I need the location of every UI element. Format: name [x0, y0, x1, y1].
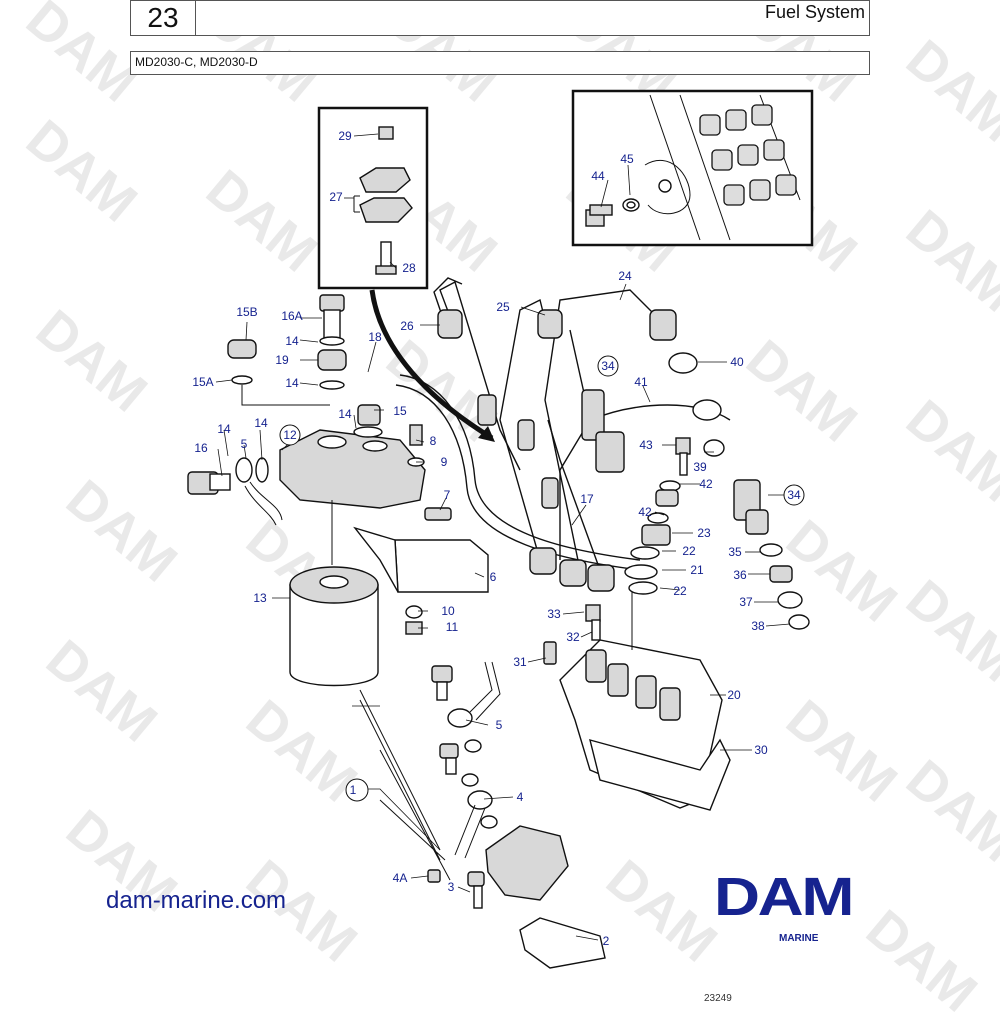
- part-label: 7: [444, 488, 451, 502]
- callout-circle: [597, 355, 619, 377]
- part-label: 5: [496, 718, 503, 732]
- website-link[interactable]: dam-marine.com: [106, 887, 287, 914]
- part-label: 38: [751, 619, 765, 633]
- part-label: 14: [285, 334, 299, 348]
- part-label: 29: [338, 129, 352, 143]
- part-label: 19: [275, 353, 289, 367]
- part-label: 8: [430, 434, 437, 448]
- bracket-drawing: [353, 507, 489, 635]
- clamp-assembly-drawing: [353, 126, 413, 275]
- fuel-system-diagram: 1 2 3 4 4A 5 5 6 7 8 9 10 11 12 13 14 14…: [187, 89, 814, 969]
- header-bar: 23 Fuel System: [130, 0, 870, 36]
- page-number: 23: [131, 1, 196, 35]
- part-label: 35: [728, 545, 742, 559]
- part-label: 42: [699, 477, 713, 491]
- pointer-arrow: [369, 289, 494, 441]
- injection-pump-drawing: [543, 590, 731, 811]
- part-label: 17: [580, 492, 594, 506]
- brand-logo: DAM: [714, 867, 854, 927]
- callout-circle: [345, 778, 369, 802]
- section-title: Fuel System: [764, 2, 865, 22]
- callout-circle: [783, 484, 805, 506]
- pump-detail-drawing: [585, 94, 801, 241]
- part-label: 11: [446, 620, 459, 634]
- model-bar: MD2030-C, MD2030-D: [130, 51, 870, 75]
- part-label: 34: [601, 359, 615, 373]
- part-label: 27: [329, 190, 343, 204]
- part-label: 15: [393, 404, 407, 418]
- part-label: 37: [739, 595, 753, 609]
- part-label: 5: [241, 437, 248, 451]
- part-label: 4A: [393, 871, 408, 885]
- injectors: [477, 389, 769, 535]
- part-label: 30: [754, 743, 768, 757]
- part-label: 14: [254, 416, 268, 430]
- part-label: 16: [194, 441, 208, 455]
- part-label: 1: [350, 783, 357, 797]
- part-label: 3: [448, 880, 455, 894]
- part-label: 31: [513, 655, 527, 669]
- part-label: 14: [285, 376, 299, 390]
- part-label: 21: [690, 563, 704, 577]
- figure-reference: 23249: [704, 993, 732, 1004]
- part-label: 39: [693, 460, 707, 474]
- part-label: 45: [620, 152, 634, 166]
- fuel-lines: [395, 277, 731, 571]
- part-label: 26: [400, 319, 414, 333]
- part-number-labels: 1 2 3 4 4A 5 5 6 7 8 9 10 11 12 13 14 14…: [192, 129, 801, 948]
- line-nuts: [437, 309, 725, 592]
- part-label: 22: [682, 544, 696, 558]
- part-label: 14: [338, 407, 352, 421]
- part-label: 15A: [192, 375, 213, 389]
- part-label: 4: [517, 790, 524, 804]
- callout-circle: [279, 424, 301, 446]
- part-label: 42: [638, 505, 652, 519]
- fuel-filter-assembly: [187, 294, 426, 687]
- pointer-arrowhead: [478, 426, 495, 442]
- part-label: 9: [441, 455, 448, 469]
- part-label: 22: [673, 584, 687, 598]
- part-label: 23: [697, 526, 711, 540]
- part-label: 12: [283, 428, 297, 442]
- part-label: 28: [402, 261, 416, 275]
- part-label: 24: [618, 269, 632, 283]
- part-label: 20: [727, 688, 741, 702]
- model-label: MD2030-C, MD2030-D: [135, 55, 258, 69]
- part-label: 40: [730, 355, 744, 369]
- part-label: 44: [591, 169, 605, 183]
- part-label: 2: [603, 934, 610, 948]
- part-label: 10: [441, 604, 455, 618]
- seal-rings: [624, 437, 810, 630]
- part-label: 15B: [236, 305, 257, 319]
- part-label: 14: [217, 422, 231, 436]
- part-label: 41: [634, 375, 648, 389]
- part-label: 6: [490, 570, 497, 584]
- inset-box-right: [571, 89, 814, 247]
- brand-logo-subtitle: MARINE: [779, 933, 819, 944]
- part-label: 32: [566, 630, 580, 644]
- part-label: 25: [496, 300, 510, 314]
- part-label: 13: [253, 591, 267, 605]
- feed-pump-drawing: [359, 661, 606, 969]
- part-label: 36: [733, 568, 747, 582]
- part-label: 16A: [281, 309, 302, 323]
- part-label: 33: [547, 607, 561, 621]
- part-label: 34: [787, 488, 801, 502]
- part-label: 43: [639, 438, 653, 452]
- part-label: 18: [368, 330, 382, 344]
